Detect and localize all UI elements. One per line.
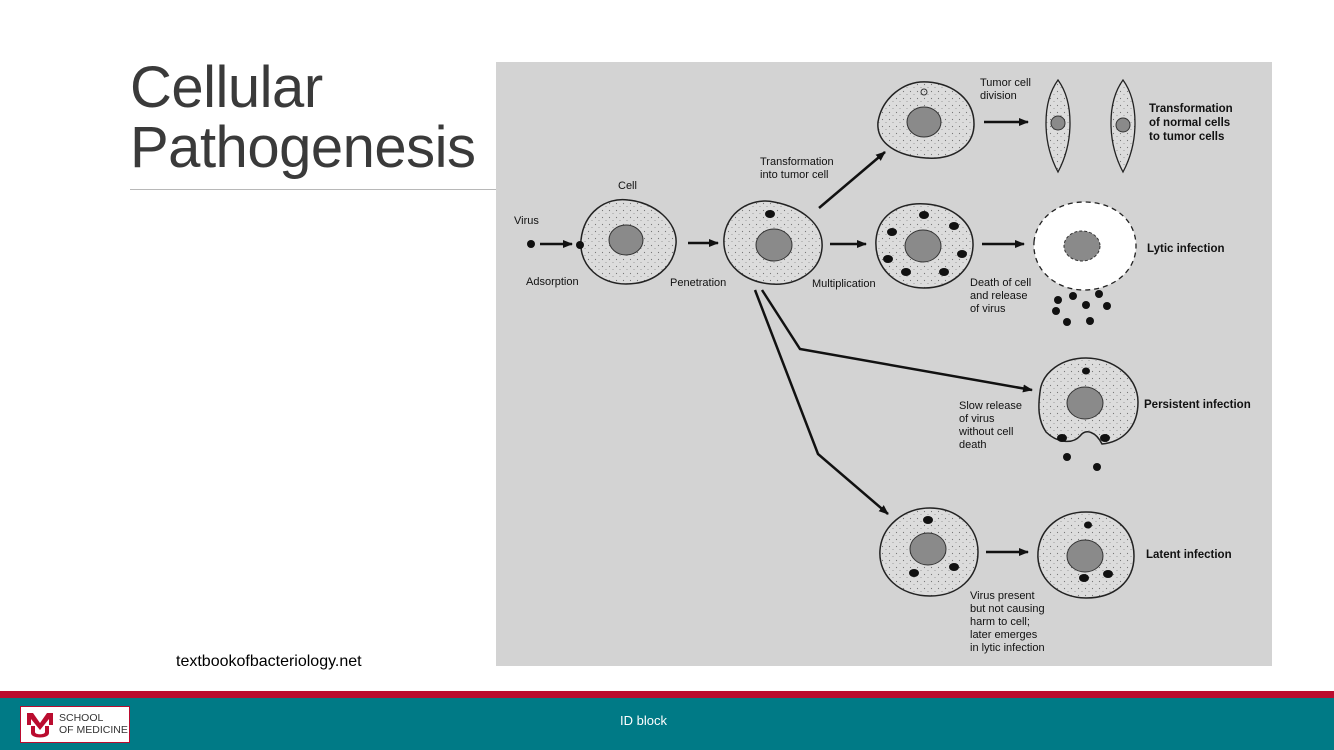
virus-particle <box>527 240 535 248</box>
label-slow-line1: Slow release <box>959 400 1022 412</box>
label-slow-line3: without cell <box>958 426 1013 438</box>
logo-text-line2: OF MEDICINE <box>59 724 128 736</box>
slide-title-line2: Pathogenesis <box>130 118 475 178</box>
label-death-line2: and release <box>970 290 1028 302</box>
label-cell: Cell <box>618 180 637 192</box>
outcome-transformation-line2: of normal cells <box>1149 117 1230 129</box>
label-virus: Virus <box>514 215 539 227</box>
label-adsorption: Adsorption <box>526 276 579 288</box>
label-death-line3: of virus <box>970 303 1006 315</box>
footer-center-text: ID block <box>620 713 667 728</box>
school-of-medicine-logo: SCHOOL OF MEDICINE <box>20 706 130 743</box>
slide-title-line1: Cellular <box>130 58 475 118</box>
label-death-line1: Death of cell <box>970 277 1031 289</box>
title-divider <box>130 189 496 190</box>
label-tumor-division-line2: division <box>980 90 1017 102</box>
logo-text: SCHOOL OF MEDICINE <box>59 712 128 736</box>
slide-title: Cellular Pathogenesis <box>130 58 475 178</box>
label-present-line1: Virus present <box>970 590 1035 602</box>
unm-logo-icon <box>25 710 55 739</box>
outcome-transformation-line3: to tumor cells <box>1149 131 1224 143</box>
source-citation: textbookofbacteriology.net <box>176 653 362 671</box>
viral-infection-diagram: Virus Adsorption Cell Penetration Multip… <box>496 62 1272 666</box>
multiplying-cell <box>876 204 973 288</box>
outcome-lytic: Lytic infection <box>1147 243 1225 255</box>
outcome-transformation-line1: Transformation <box>1149 103 1233 115</box>
label-slow-line2: of virus <box>959 413 995 425</box>
footer-bar <box>0 698 1334 750</box>
outcome-persistent: Persistent infection <box>1144 399 1251 411</box>
label-multiplication: Multiplication <box>812 278 876 290</box>
label-slow-line4: death <box>959 439 987 451</box>
label-present-line3: harm to cell; <box>970 616 1030 628</box>
label-penetration: Penetration <box>670 277 726 289</box>
outcome-latent: Latent infection <box>1146 549 1232 561</box>
label-present-line2: but not causing <box>970 603 1045 615</box>
label-transformation-line2: into tumor cell <box>760 169 828 181</box>
latent-cell <box>880 508 978 596</box>
label-present-line4: later emerges <box>970 629 1038 641</box>
label-tumor-division-line1: Tumor cell <box>980 77 1031 89</box>
logo-text-line1: SCHOOL <box>59 712 128 724</box>
label-present-line5: in lytic infection <box>970 642 1045 654</box>
label-transformation-line1: Transformation <box>760 156 834 168</box>
latent-cell-2 <box>1038 512 1134 598</box>
footer-accent-stripe <box>0 691 1334 698</box>
